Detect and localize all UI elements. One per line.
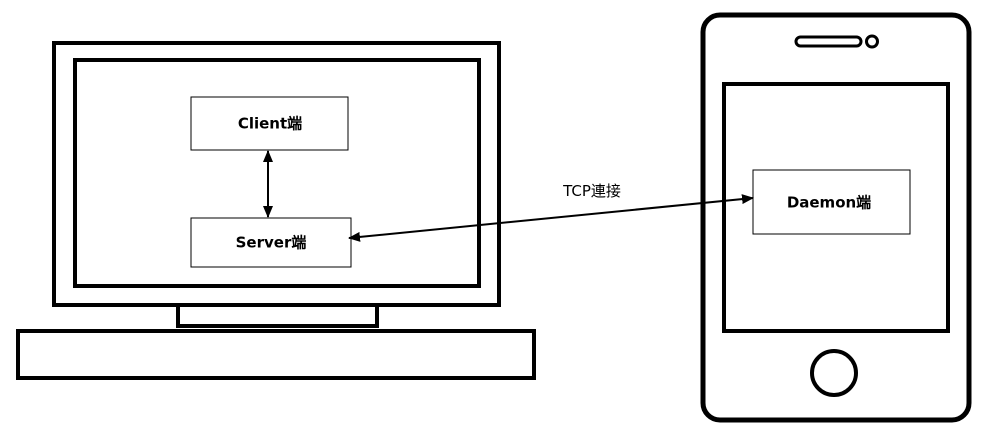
server-daemon-tcp-arrow: [348, 194, 754, 242]
daemon-box: [752, 169, 911, 235]
client-node: Client端: [190, 96, 349, 151]
client-label: Client端: [238, 115, 302, 133]
phone-home-button: [810, 349, 858, 397]
server-box: [190, 217, 352, 268]
laptop-keyboard-base: [16, 329, 536, 380]
server-label: Server端: [236, 234, 307, 252]
laptop-icon: [16, 41, 536, 380]
daemon-label: Daemon端: [787, 194, 871, 212]
laptop-screen: [73, 58, 481, 288]
daemon-node: Daemon端: [752, 169, 911, 235]
laptop-stand: [176, 303, 379, 328]
phone-speaker: [794, 35, 863, 48]
server-node: Server端: [190, 217, 352, 268]
tcp-connection-label: TCP連接: [562, 182, 621, 200]
phone-camera: [865, 34, 879, 49]
